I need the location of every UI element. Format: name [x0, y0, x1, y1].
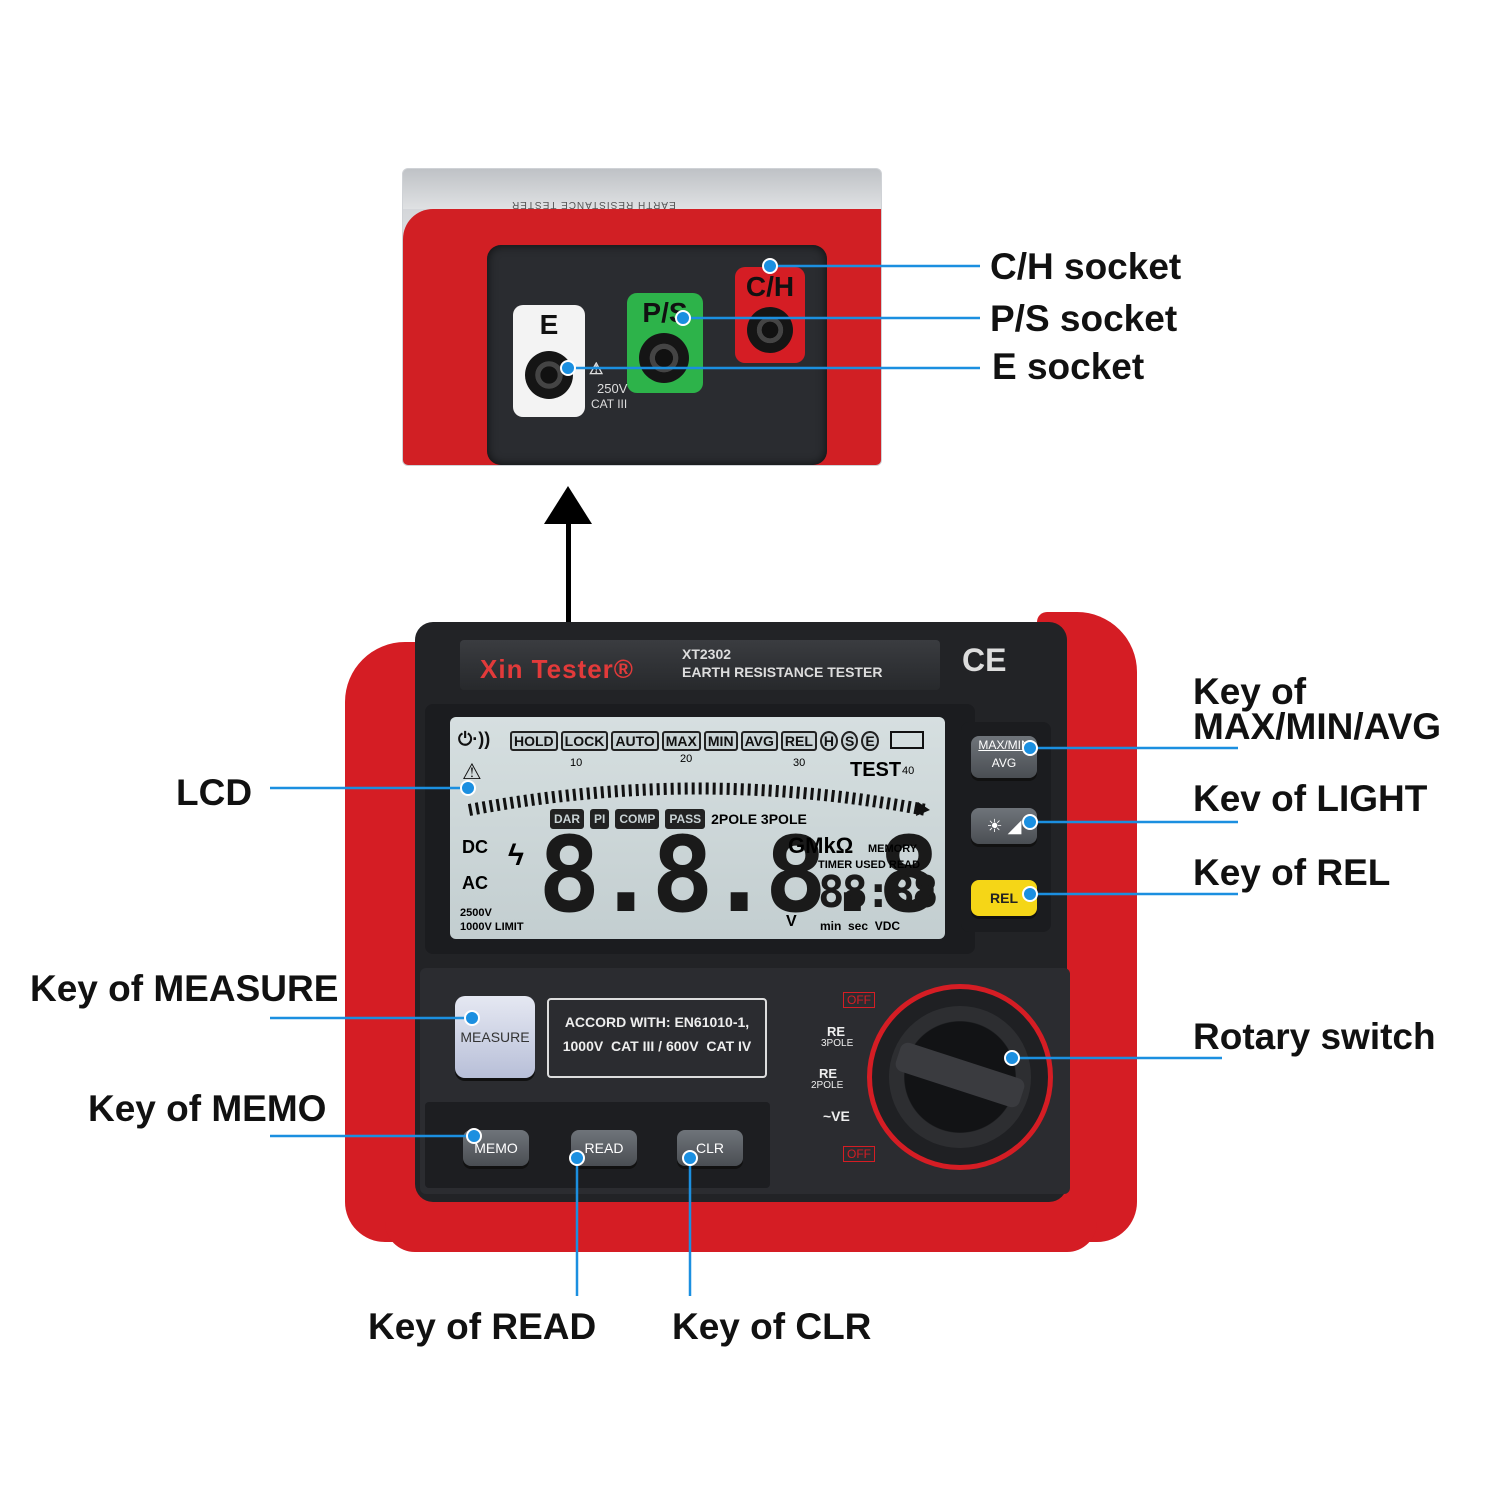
lcd-tag-h: H — [819, 731, 838, 751]
rotary-ve: ~VE — [823, 1108, 850, 1124]
callout-ps-socket: P/S socket — [990, 298, 1178, 339]
inset-red-body: E P/S C/H ⚠ 250V CAT III — [403, 209, 881, 465]
lcd-dc: DC — [462, 837, 488, 857]
device-subtitle: EARTH RESISTANCE TESTER — [682, 664, 883, 680]
lcd-1000v-limit: 1000V LIMIT — [460, 921, 524, 933]
lcd-warning-icon: ⚠ — [462, 759, 482, 784]
callout-rel: Key of REL — [1193, 852, 1391, 893]
callout-measure: Key of MEASURE — [30, 968, 339, 1009]
lcd-tag-max: MAX — [661, 731, 701, 751]
clr-key-label: CLR — [695, 1140, 724, 1156]
power-signal-icon: ⏻·)) — [458, 729, 491, 749]
measure-key-label: MEASURE — [460, 1029, 530, 1045]
callout-read: Key of READ — [368, 1306, 597, 1347]
callout-light: Kev of LIGHT — [1193, 778, 1428, 819]
lcd-pole-text: 2POLE 3POLE — [711, 811, 807, 827]
socket-panel: E P/S C/H ⚠ 250V CAT III — [487, 245, 827, 465]
lcd-tag-avg: AVG — [740, 731, 778, 751]
ch-socket-label: C/H — [745, 271, 795, 302]
lcd-tag-pi: PI — [590, 809, 610, 829]
lcd-memory: MEMORY — [868, 843, 918, 855]
bar-scale — [467, 782, 930, 816]
main-display-digits: 8.8.8.8 — [538, 814, 940, 936]
callout-max-min-avg: Key of MAX/MIN/AVG — [1193, 671, 1442, 748]
brand-logo: Xin Tester® — [480, 654, 634, 684]
accord-line-2: 1000V CAT III / 600V CAT IV — [562, 1038, 752, 1054]
model-number: XT2302 — [682, 646, 732, 662]
lcd-tag-comp: COMP — [615, 809, 660, 829]
mode-tags: HOLD LOCK AUTO MAX MIN AVG REL H S E — [510, 731, 879, 751]
inset-warning-text: 250V — [597, 381, 628, 396]
lcd-test: TEST — [850, 759, 902, 781]
high-voltage-icon: ϟ — [508, 839, 524, 872]
max-min-key-label: MAX/MIN — [978, 738, 1030, 752]
read-key-label: READ — [584, 1140, 624, 1156]
callout-lcd: LCD — [176, 772, 253, 813]
light-sun-icon: ☀ ◢ — [986, 816, 1022, 836]
scale-tick-30: 30 — [793, 757, 806, 769]
lcd-tag-dar: DAR — [550, 809, 584, 829]
measure-key[interactable]: MEASURE — [455, 996, 535, 1078]
e-socket-label: E — [539, 309, 559, 340]
lcd-screen: ⏻·)) HOLD LOCK AUTO MAX MIN AVG REL H S … — [450, 717, 945, 939]
lcd-tag-pass: PASS — [665, 809, 706, 829]
lcd-2500v: 2500V — [460, 907, 492, 919]
accord-line-1: ACCORD WITH: EN61010-1, — [564, 1014, 750, 1030]
small-display-digits: 88:88 — [818, 867, 938, 918]
earth-resistance-tester: Xin Tester® XT2302 EARTH RESISTANCE TEST… — [345, 612, 1137, 1252]
small-display-units: min sec VDC — [820, 919, 901, 933]
lcd-tag-rel: REL — [780, 731, 817, 751]
warning-icon: ⚠ — [589, 361, 604, 378]
callout-rotary: Rotary switch — [1193, 1016, 1436, 1057]
rotary-re-2pole: RE — [819, 1066, 838, 1081]
inset-top-edge: EARTH RESISTANCE TESTER — [403, 169, 881, 210]
inset-cat-text: CAT III — [591, 397, 628, 411]
sub-tags: DAR PI COMP PASS 2POLE 3POLE — [550, 809, 807, 829]
callout-memo: Key of MEMO — [88, 1088, 327, 1129]
max-min-avg-key[interactable]: MAX/MIN AVG — [971, 736, 1037, 778]
scale-tick-20: 20 — [680, 753, 693, 765]
callout-clr: Key of CLR — [672, 1306, 872, 1347]
callout-e-socket: E socket — [992, 346, 1145, 387]
lcd-units: GMkΩ — [788, 833, 854, 858]
ps-socket-jack[interactable] — [639, 333, 689, 383]
rotary-off-bottom: OFF — [843, 1146, 875, 1162]
lcd-tag-hold: HOLD — [510, 731, 558, 751]
scale-tick-40: 40 — [902, 765, 915, 777]
scale-tick-10: 10 — [570, 757, 583, 769]
rotary-2pole-sub: 2POLE — [811, 1080, 844, 1091]
ch-socket-jack[interactable] — [747, 307, 793, 353]
lcd-tag-min: MIN — [703, 731, 738, 751]
lcd-ac: AC — [462, 873, 488, 893]
e-socket-housing: E — [513, 305, 585, 417]
up-arrow-icon — [544, 486, 592, 622]
device-header: Xin Tester® XT2302 EARTH RESISTANCE TEST… — [460, 640, 940, 690]
rotary-3pole-sub: 3POLE — [821, 1038, 854, 1049]
main-unit: V — [786, 913, 797, 930]
lcd-tag-e: E — [861, 731, 879, 751]
memo-key-label: MEMO — [474, 1140, 518, 1156]
lcd-tag-lock: LOCK — [560, 731, 609, 751]
avg-key-label: AVG — [991, 756, 1017, 770]
socket-closeup-photo: EARTH RESISTANCE TESTER E P/S C/H ⚠ 250V… — [402, 168, 882, 466]
lcd-timer-used-read: TIMER USED READ — [818, 859, 921, 871]
rel-key-label: REL — [990, 890, 1018, 906]
battery-icon — [890, 731, 924, 749]
ch-socket-housing: C/H — [735, 267, 805, 363]
lcd-tag-s: S — [841, 731, 859, 751]
rotary-off-top: OFF — [843, 992, 875, 1008]
ce-mark: CE — [962, 642, 1007, 678]
ps-socket-housing: P/S — [627, 293, 703, 393]
lcd-tag-auto: AUTO — [611, 731, 659, 751]
accord-box: ACCORD WITH: EN61010-1, 1000V CAT III / … — [547, 998, 767, 1078]
rotary-re-3pole: RE — [827, 1024, 846, 1039]
callout-ch-socket: C/H socket — [990, 246, 1182, 287]
